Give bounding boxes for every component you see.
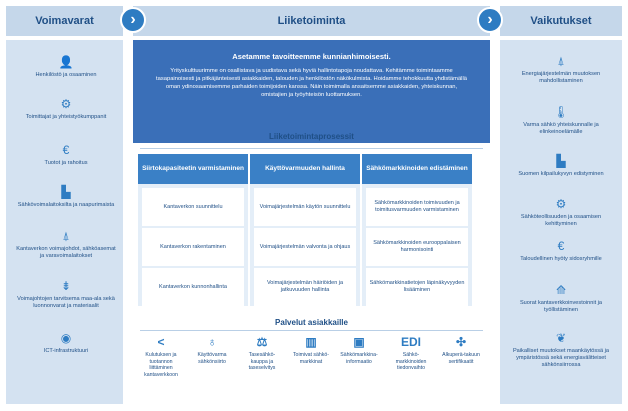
impact-label: Energiajärjestelmän muutoksen mahdollist… — [521, 71, 601, 84]
service-label: Kulutuksen ja tuotannon liittäminen kant… — [144, 352, 178, 378]
impact-label: Taloudellinen hyöty sidosryhmille — [520, 256, 602, 262]
vision-title: Asetamme tavoitteemme kunnianhimoisesti. — [232, 52, 391, 61]
impact-item: ⟰ Suorat kantaverkkoinvestoinnit ja työll… — [511, 284, 611, 314]
process-step: Voimajärjestelmän valvonta ja ohjaus — [254, 228, 356, 266]
impact-item: ⚙ Sähköteollisuuden ja osaamisen kehittym… — [511, 198, 611, 228]
wind-icon: ✣ — [455, 335, 467, 349]
service-label: Sähkö-markkinoiden tiedonvaihto — [395, 352, 427, 371]
impact-label: Varma sähkö yhteiskunnalle ja elinkeinoe… — [523, 122, 599, 135]
header-resources: Voimavarat — [6, 6, 123, 36]
process-step: Kantaverkon rakentaminen — [142, 228, 244, 266]
screen-icon: ▣ — [353, 335, 365, 349]
process-column: Siirtokapasiteetin varmistaminen Kantave… — [138, 154, 248, 306]
impact-item: ⍋ Energiajärjestelmän muutoksen mahdollis… — [511, 55, 611, 85]
resource-label: Tuotot ja rahoitus — [44, 160, 88, 166]
service-item: ▣ Sähkömarkkina-informaatio — [340, 335, 378, 365]
chevron-right-icon: › — [477, 7, 503, 33]
header-business-label: Liiketoiminta — [277, 15, 346, 27]
balance-icon: ⚖ — [256, 335, 268, 349]
impact-label: Suomen kilpailukyvyn edistyminen — [518, 171, 604, 177]
resource-label: ICT-infrastruktuuri — [43, 348, 89, 354]
service-label: Käyttövarma sähkönsiirto — [197, 352, 227, 365]
partners-icon: ⚙ — [60, 97, 72, 111]
process-step: Voimajärjestelmän käytön suunnittelu — [254, 188, 356, 226]
resource-label: Sähkövoimalaitoksilta ja naapurimaista — [17, 202, 115, 208]
resource-item: ⇟ Voimajohtojen tarvitsema maa-ala sekä l… — [16, 280, 116, 310]
growth-icon: ⟰ — [555, 283, 567, 297]
resource-label: Voimajohtojen tarvitsema maa-ala sekä lu… — [17, 296, 115, 309]
bulb-icon: ♁ — [207, 335, 217, 349]
pylon-icon: ⍋ — [557, 54, 565, 68]
thermometer-icon: 🌡 — [553, 105, 569, 119]
service-label: Sähkömarkkina-informaatio — [340, 352, 378, 365]
process-title: Käyttövarmuuden hallinta — [250, 154, 360, 184]
impact-label: Sähköteollisuuden ja osaamisen kehittymi… — [520, 214, 602, 227]
divider — [140, 148, 483, 149]
impact-label: Suorat kantaverkkoinvestoinnit ja työlli… — [519, 300, 603, 313]
process-column: Sähkömarkkinoiden edistäminen Sähkömarkk… — [362, 154, 472, 306]
process-step: Voimajärjestelmän häiriöiden ja jatkuvuu… — [254, 268, 356, 306]
impact-item: € Taloudellinen hyöty sidosryhmille — [511, 240, 611, 263]
process-step: Kantaverkon suunnittelu — [142, 188, 244, 226]
impact-item: ❦ Paikalliset muutokset maankäytössä ja y… — [511, 332, 611, 369]
resource-label: Kantaverkon voimajohdot, sähköasemat ja … — [16, 246, 116, 259]
resource-item: ▙ Sähkövoimalaitoksilta ja naapurimaista — [16, 186, 116, 209]
impact-label: Paikalliset muutokset maankäytössä ja ym… — [512, 348, 610, 368]
resource-label: Henkilöstö ja osaaminen — [35, 72, 97, 78]
service-item: < Kulutuksen ja tuotannon liittäminen kan… — [142, 335, 180, 378]
service-label: Alkuperä-takuun sertifikaatit — [442, 352, 480, 365]
person-icon: 👤 — [58, 55, 74, 69]
services-section-title: Palvelut asiakkaille — [275, 318, 348, 327]
process-step: Sähkömarkkinoiden toimivuuden ja toimitu… — [366, 188, 468, 226]
process-step: Sähkömarkkinoiden eurooppalaisen harmoni… — [366, 228, 468, 266]
resources-column: 👤 Henkilöstö ja osaaminen ⚙ Toimittajat ja… — [6, 40, 123, 404]
edi-icon: EDI — [400, 335, 421, 349]
process-title: Sähkömarkkinoiden edistäminen — [362, 154, 472, 184]
impact-item: ▙ Suomen kilpailukyvyn edistyminen — [511, 155, 611, 178]
service-item: EDI Sähkö-markkinoiden tiedonvaihto — [392, 335, 430, 372]
process-step: Sähkömarkkinatietojen läpinäkyvyyden lis… — [366, 268, 468, 306]
vision-body: Yrityskulttuurimme on osallistava ja uud… — [156, 68, 467, 98]
header-impacts: Vaikutukset — [500, 6, 622, 36]
euro-icon: € — [557, 239, 565, 253]
vision-box: Asetamme tavoitteemme kunnianhimoisesti.… — [133, 40, 490, 143]
impact-item: 🌡 Varma sähkö yhteiskunnalle ja elinkeino… — [511, 106, 611, 136]
service-item: ♁ Käyttövarma sähkönsiirto — [193, 335, 231, 365]
service-label: Tasesähkö-kauppa ja taseselvitys — [248, 352, 276, 371]
gear-icon: ⚙ — [555, 197, 567, 211]
header-business: Liiketoiminta — [133, 6, 490, 36]
impacts-column — [500, 40, 622, 404]
process-section-title: Liiketoimintaprosessit — [269, 132, 354, 141]
service-item: ✣ Alkuperä-takuun sertifikaatit — [442, 335, 480, 365]
land-icon: ⇟ — [60, 279, 72, 293]
service-item: ⚖ Tasesähkö-kauppa ja taseselvitys — [243, 335, 281, 372]
leaf-icon: ❦ — [555, 331, 567, 345]
resource-label: Toimittajat ja yhteistyökumppanit — [25, 114, 107, 120]
resource-item: ◉ ICT-infrastruktuuri — [16, 332, 116, 355]
euro-icon: € — [62, 143, 70, 157]
resource-item: ⚙ Toimittajat ja yhteistyökumppanit — [16, 98, 116, 121]
pylon-icon: ⍋ — [62, 229, 70, 243]
process-column: Käyttövarmuuden hallinta Voimajärjestelm… — [250, 154, 360, 306]
factory-icon: ▙ — [61, 185, 71, 199]
service-item: ▥ Toimivat sähkö-markkinat — [292, 335, 330, 365]
service-label: Toimivat sähkö-markkinat — [292, 352, 330, 365]
ict-icon: ◉ — [60, 331, 72, 345]
chevron-right-icon: › — [120, 7, 146, 33]
resource-item: € Tuotot ja rahoitus — [16, 144, 116, 167]
market-chart-icon: ▥ — [305, 335, 317, 349]
factory-icon: ▙ — [556, 154, 566, 168]
resource-item: 👤 Henkilöstö ja osaaminen — [16, 56, 116, 79]
resource-item: ⍋ Kantaverkon voimajohdot, sähköasemat ja… — [16, 230, 116, 260]
process-step: Kantaverkon kunnonhallinta — [142, 268, 244, 306]
header-impacts-label: Vaikutukset — [530, 15, 592, 27]
header-resources-label: Voimavarat — [35, 15, 94, 27]
connect-icon: < — [157, 335, 165, 349]
process-title: Siirtokapasiteetin varmistaminen — [138, 154, 248, 184]
divider — [140, 330, 483, 331]
